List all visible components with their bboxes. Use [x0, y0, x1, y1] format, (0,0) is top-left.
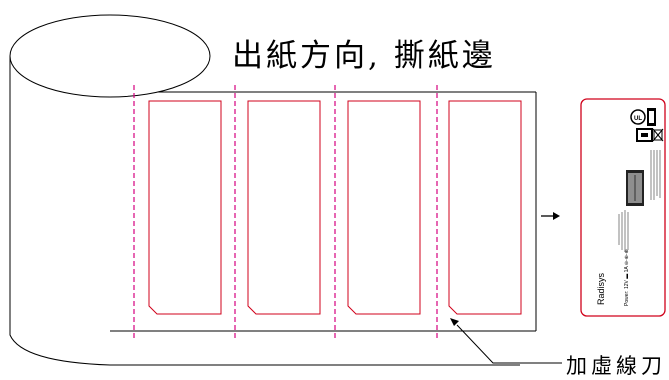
roll-top-ellipse — [9, 14, 211, 98]
roll-body-outline — [9, 56, 520, 366]
page-title: 出紙方向, 撕紙邊 — [232, 38, 496, 74]
strip-label-1 — [148, 100, 222, 315]
sample-label: UL — [580, 98, 666, 317]
callout-arrowhead-icon — [450, 318, 459, 326]
perforation-lines — [133, 85, 438, 338]
right-arrow-icon — [541, 212, 560, 220]
wifi-icon — [647, 108, 656, 126]
ul-icon: UL — [630, 109, 646, 125]
sample-power-text: Power: 12V ▬ 1A ⊖-⊕-⊕ — [624, 249, 630, 306]
svg-text:UL: UL — [634, 116, 642, 122]
sample-label-outline — [580, 98, 666, 317]
strip-label-4 — [448, 100, 522, 315]
serial-window — [626, 170, 644, 206]
label-strip — [110, 91, 537, 332]
fine-print — [618, 150, 661, 252]
strip-label-3 — [347, 100, 421, 315]
callout-leader — [450, 318, 562, 364]
weee-icon — [652, 128, 664, 142]
paper-roll — [9, 14, 520, 366]
strip-labels — [148, 100, 522, 315]
strip-label-2 — [247, 100, 321, 315]
sample-brand-text: Radisys — [596, 272, 606, 305]
perforation-callout-label: 加虛線刀 — [566, 354, 666, 378]
fcc-icon — [636, 128, 653, 142]
